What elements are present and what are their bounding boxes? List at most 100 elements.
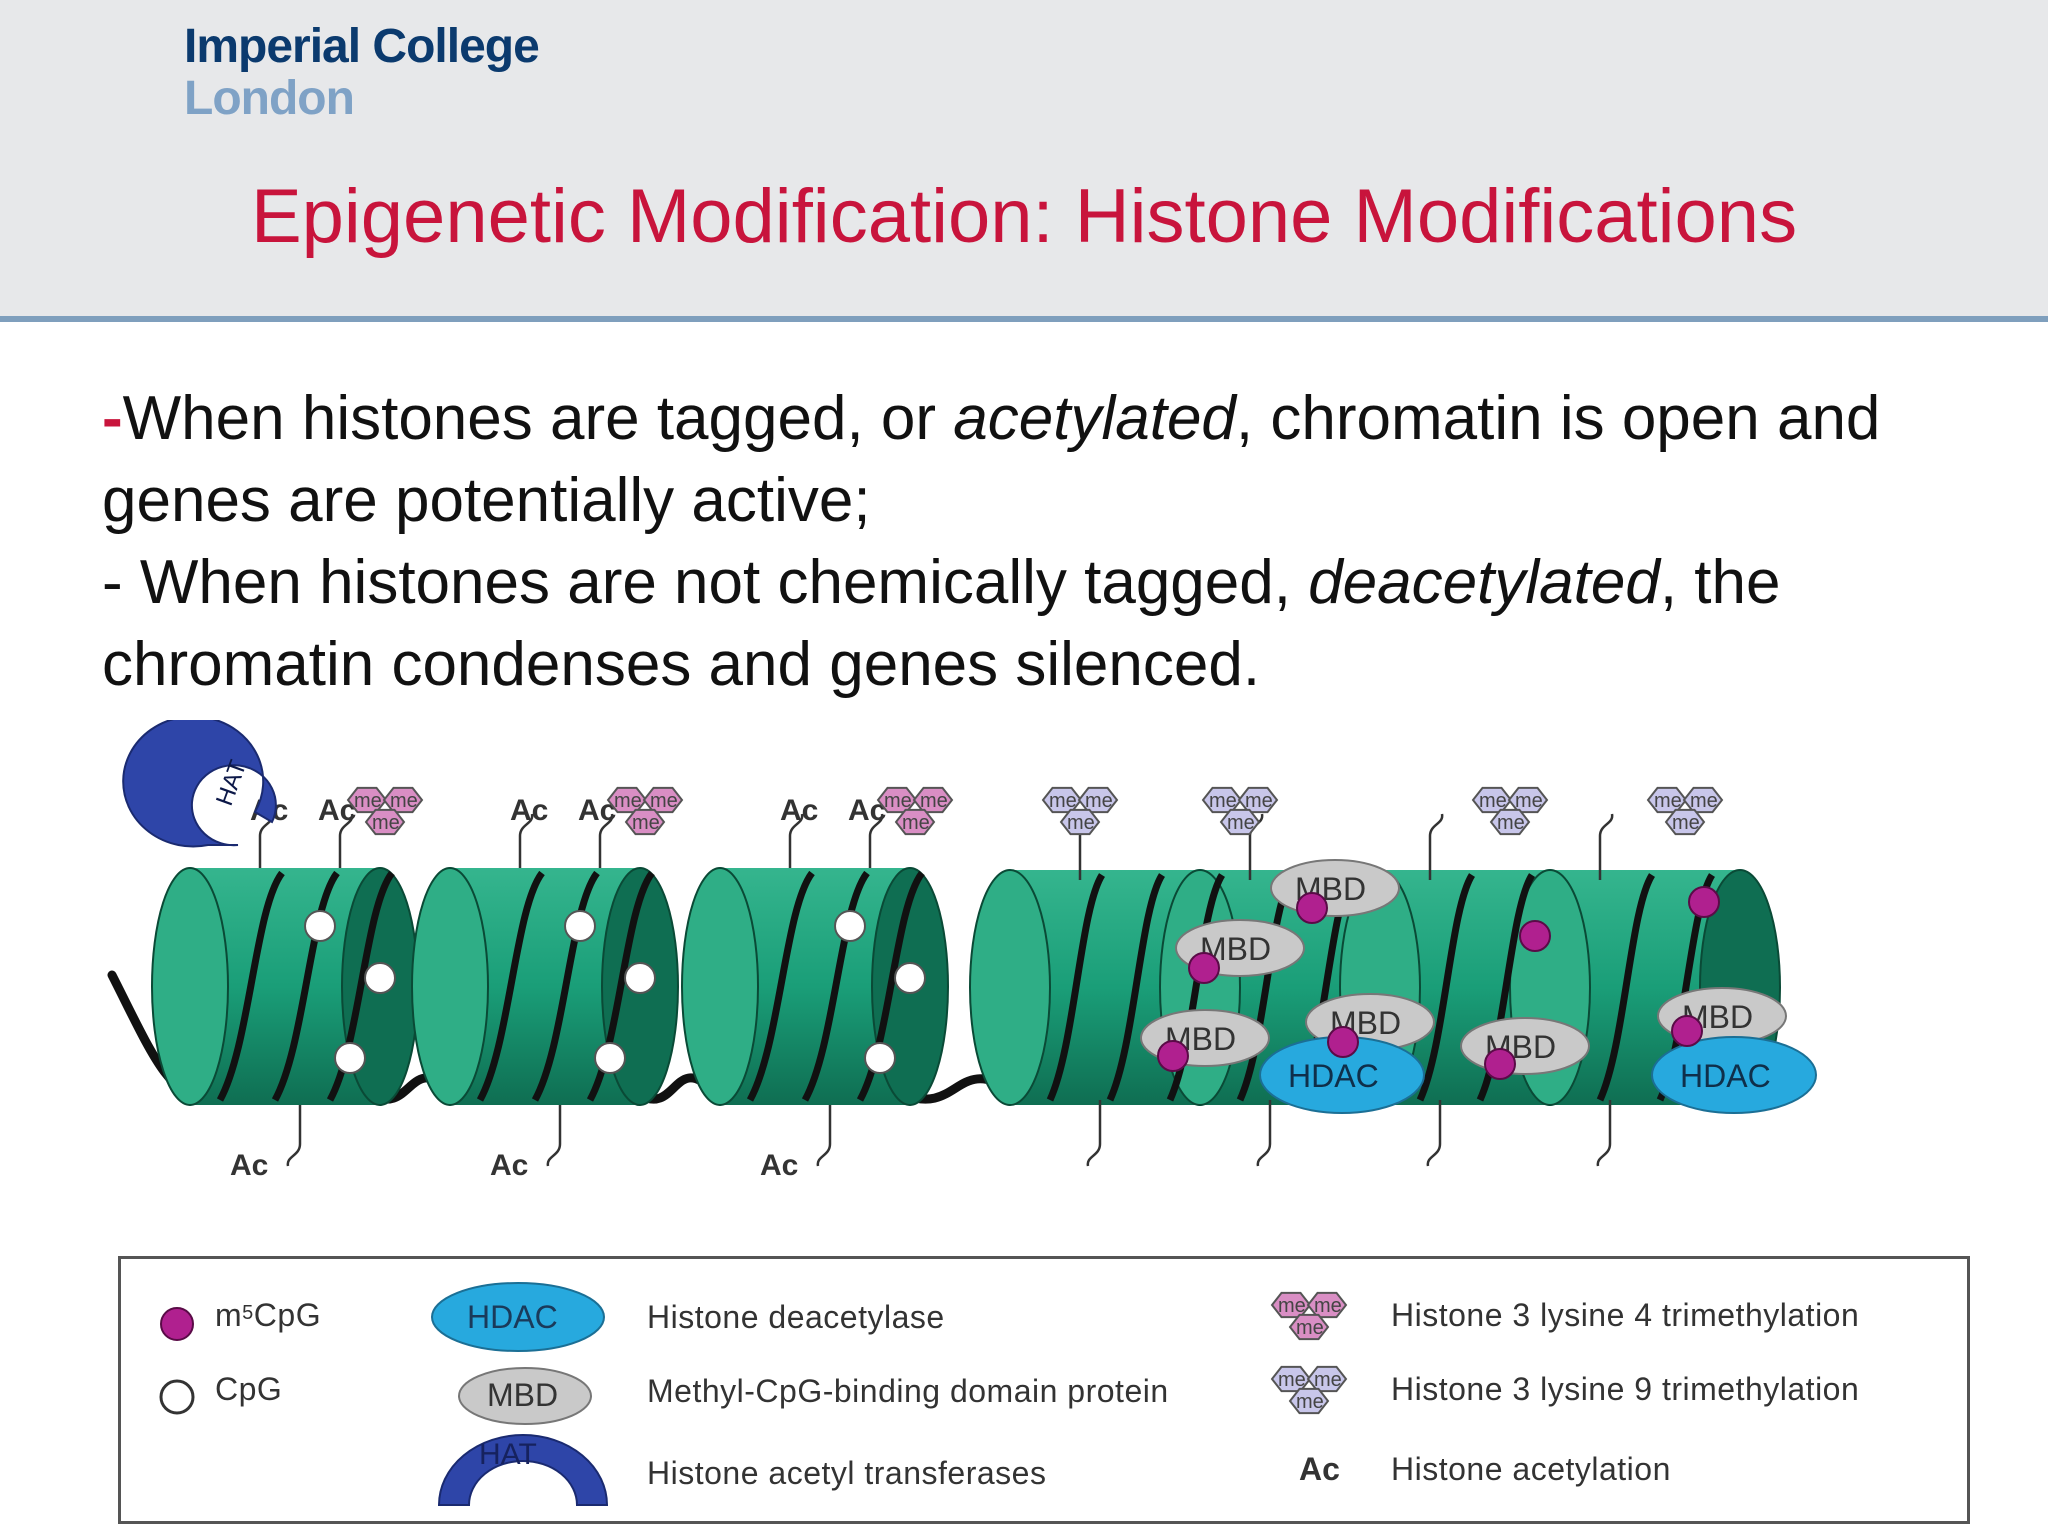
me-label: me xyxy=(1296,1317,1324,1339)
hdac-label: HDAC xyxy=(1680,1058,1771,1094)
me-hexagon xyxy=(1489,808,1531,836)
bullet-text: When histones are tagged, or xyxy=(122,384,954,453)
me-hexagon xyxy=(912,786,954,814)
histone-tail xyxy=(598,813,614,880)
m5cpg-dot xyxy=(1327,1026,1359,1058)
dna-wrap xyxy=(1476,873,1536,1102)
me-label: me xyxy=(1278,1295,1306,1317)
chromatin-diagram: AcAcAcmememeAcAcAcmememeAcAcAcmememeHATm… xyxy=(107,720,1817,1182)
cpg-dot xyxy=(364,962,396,994)
page-title: Epigenetic Modification: Histone Modific… xyxy=(250,174,1798,259)
me-label: me xyxy=(1245,790,1273,812)
logo-line1: Imperial College xyxy=(184,20,540,73)
legend-hat-arc xyxy=(437,1434,609,1506)
me-label: me xyxy=(650,790,678,812)
dna-wrap xyxy=(476,870,545,1102)
me-label: me xyxy=(390,790,418,812)
dna-wrap xyxy=(746,870,815,1102)
legend-label-hat: Histone acetyl transferases xyxy=(647,1455,1047,1491)
histone-tail xyxy=(1428,813,1444,880)
bullet-text: , chromatin is open and genes are potent… xyxy=(102,384,1881,535)
cpg-dot xyxy=(334,1042,366,1074)
me-label: me xyxy=(1209,790,1237,812)
legend-label-h3k4: Histone 3 lysine 4 trimethylation xyxy=(1391,1297,1860,1333)
me-label: me xyxy=(1497,812,1525,834)
dna-wrap xyxy=(856,870,925,1102)
me-label: me xyxy=(1296,1391,1324,1413)
cpg-dot xyxy=(564,910,596,942)
histone-tail xyxy=(868,813,884,880)
dna-wrap xyxy=(1596,873,1656,1102)
legend-badge-ac: Ac xyxy=(1299,1451,1340,1487)
histone-tail xyxy=(1598,813,1614,880)
m5cpg-dot xyxy=(1484,1048,1516,1080)
nucleosome-face xyxy=(151,867,229,1106)
me-hexagon xyxy=(642,786,684,814)
me-label: me xyxy=(632,812,660,834)
legend-label-cpg: CpG xyxy=(215,1371,283,1407)
nucleosome-face xyxy=(681,867,759,1106)
ac-label: Ac xyxy=(230,1149,268,1182)
me-label: me xyxy=(1067,812,1095,834)
bullet-2: - When histones are not chemically tagge… xyxy=(102,542,1982,706)
m5cpg-dot xyxy=(1688,886,1720,918)
dna-wrap xyxy=(801,870,870,1102)
bullet-dash: - xyxy=(102,384,123,453)
histone-tail xyxy=(1426,1100,1442,1167)
legend-label-m5cpg: m5CpG xyxy=(215,1297,322,1333)
me-label: me xyxy=(1314,1295,1342,1317)
ac-label: Ac xyxy=(510,794,548,827)
me-label: me xyxy=(920,790,948,812)
me-label: me xyxy=(1690,790,1718,812)
bullet-list: -When histones are tagged, or acetylated… xyxy=(102,378,1982,706)
ac-label: Ac xyxy=(490,1149,528,1182)
m5cpg-dot xyxy=(1519,920,1551,952)
me-label: me xyxy=(1227,812,1255,834)
legend-mbd-ellipse xyxy=(458,1367,592,1425)
me-label: me xyxy=(354,790,382,812)
hdac-enzyme xyxy=(1651,1036,1817,1114)
legend-m5cpg-dot xyxy=(160,1307,194,1341)
me-hexagon xyxy=(1664,808,1706,836)
dna-wrap xyxy=(1106,873,1166,1102)
cpg-dot xyxy=(834,910,866,942)
me-label: me xyxy=(1515,790,1543,812)
me-hexagon xyxy=(1507,786,1549,814)
cpg-dot xyxy=(304,910,336,942)
legend-label-mbd: Methyl-CpG-binding domain protein xyxy=(647,1373,1169,1409)
legend-hdac-ellipse xyxy=(431,1282,605,1352)
me-hexagon xyxy=(1682,786,1724,814)
cpg-dot xyxy=(624,962,656,994)
nucleosome-face xyxy=(411,867,489,1106)
me-hexagon xyxy=(1288,1387,1330,1415)
bullet-text: , the chromatin condenses and genes sile… xyxy=(102,548,1781,699)
bullet-emphasis: deacetylated xyxy=(1308,548,1660,617)
condensed-face xyxy=(969,869,1051,1106)
dna-wrap xyxy=(326,870,395,1102)
me-label: me xyxy=(1049,790,1077,812)
me-hexagon xyxy=(1059,808,1101,836)
me-hexagon xyxy=(1306,1291,1348,1319)
m5cpg-dot xyxy=(1157,1040,1189,1072)
legend-cpg-dot xyxy=(159,1379,195,1415)
me-label: me xyxy=(1654,790,1682,812)
me-label: me xyxy=(614,790,642,812)
hdac-label: HDAC xyxy=(1288,1058,1379,1094)
histone-tail xyxy=(518,813,534,880)
m5cpg-dot xyxy=(1296,892,1328,924)
me-label: me xyxy=(372,812,400,834)
histone-tail xyxy=(546,1100,562,1167)
dna-wrap xyxy=(216,870,285,1102)
hat-arc xyxy=(122,720,277,848)
